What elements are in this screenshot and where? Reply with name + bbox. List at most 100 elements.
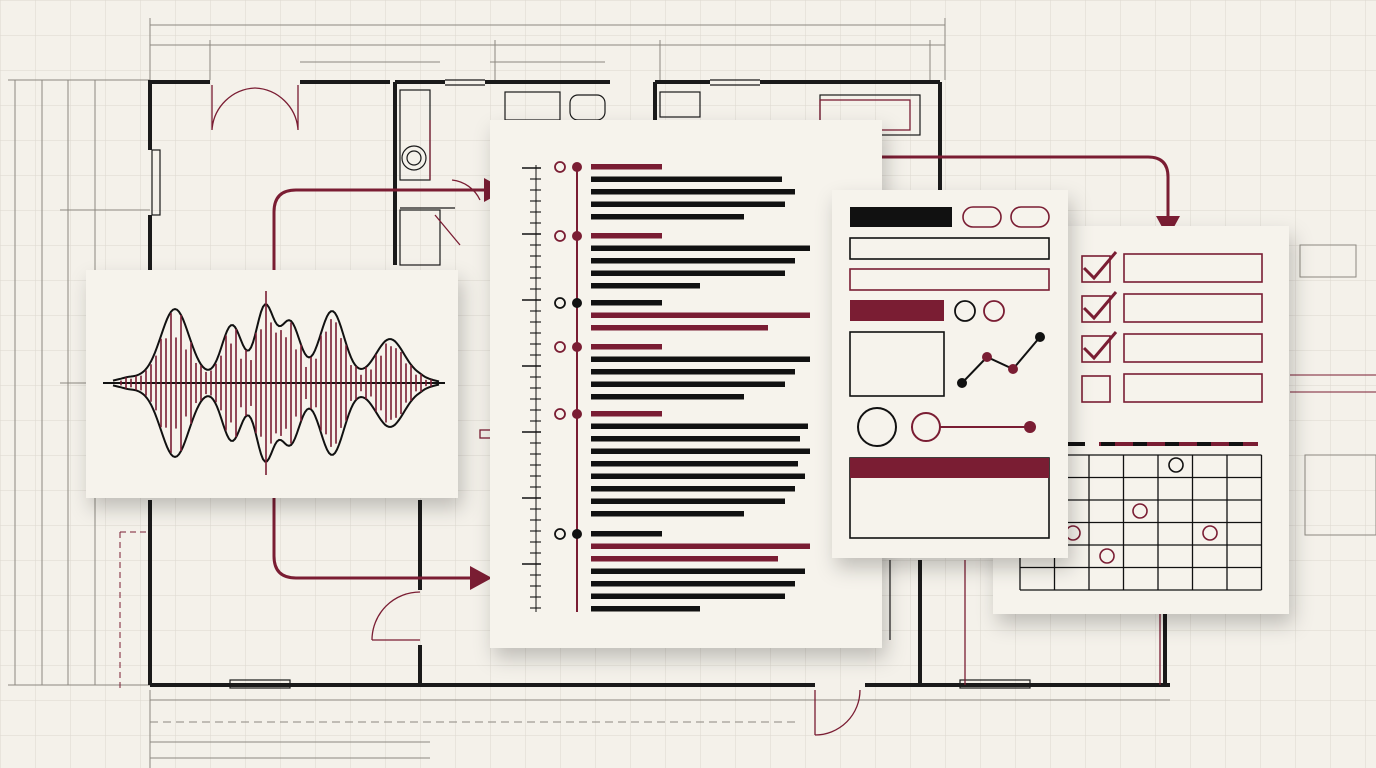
timeline-text-bar: [591, 189, 795, 195]
timeline-marker-dot: [572, 529, 582, 539]
checkbox: [1081, 295, 1111, 323]
timeline-text-bar: [591, 325, 768, 331]
timeline-text-bar: [591, 593, 785, 599]
timeline-text-bar: [591, 164, 662, 170]
checklist-item-field: [1123, 373, 1263, 403]
checkmark-icon: [1082, 291, 1118, 321]
timeline-text-bar: [591, 300, 662, 306]
dimension-lines-top: [149, 18, 946, 80]
timeline-marker-dot: [572, 162, 582, 172]
waveform-envelope-bottom: [112, 383, 440, 463]
timeline-text-bar: [591, 283, 700, 289]
timeline-text-bar: [591, 176, 782, 182]
form-text-area-header: [850, 458, 1049, 478]
radio-icon: [983, 300, 1005, 322]
timeline-icon: [522, 161, 810, 612]
timeline-text-bar: [591, 568, 805, 574]
timeline-text-bar: [591, 201, 785, 207]
timeline-marker-ring: [554, 528, 566, 540]
form-pill-button: [962, 206, 1002, 228]
dashed-guides: [119, 531, 150, 690]
dimension-lines-left: [8, 79, 150, 686]
checklist-item-field: [1123, 333, 1263, 363]
line-chart-icon: [957, 332, 1045, 388]
calendar-grid-icon: [1019, 442, 1263, 591]
timeline-marker-dot: [572, 342, 582, 352]
timeline-marker-dot: [572, 298, 582, 308]
checkmark-icon: [1082, 331, 1118, 361]
slider-handle: [911, 412, 941, 442]
checkmark-icon: [1082, 251, 1118, 281]
form-image-box: [849, 331, 945, 397]
checkbox: [1081, 335, 1111, 363]
timeline-marker-ring: [554, 161, 566, 173]
timeline-card: [490, 120, 882, 648]
timeline-text-bar: [591, 473, 805, 479]
checkbox: [1081, 255, 1111, 283]
calendar-event-marker: [1132, 503, 1148, 519]
form-pill-button: [1010, 206, 1050, 228]
form-filled-button: [850, 300, 944, 321]
timeline-text-bar: [591, 233, 662, 239]
timeline-text-bar: [591, 511, 744, 517]
timeline-marker-ring: [554, 341, 566, 353]
slider-icon: [857, 407, 1036, 447]
timeline-text-bar: [591, 436, 800, 442]
form-input-field: [849, 268, 1050, 291]
floor-plan-icon: [8, 18, 1170, 768]
arrow-wave-to-timeline: [272, 188, 492, 270]
timeline-text-bar: [591, 214, 744, 220]
timeline-marker-ring: [554, 230, 566, 242]
timeline-marker-dot: [572, 409, 582, 419]
flow-arrows: [272, 155, 1170, 580]
timeline-marker-dot: [572, 231, 582, 241]
timeline-marker-ring: [554, 297, 566, 309]
timeline-text-bar: [591, 486, 795, 492]
checklist-item-field: [1123, 253, 1263, 283]
right-edge-fixtures: [1290, 244, 1376, 536]
arrow-form-to-checklist: [858, 155, 1170, 222]
calendar-event-marker: [1168, 457, 1184, 473]
slider-end-dot: [1024, 421, 1036, 433]
slider-knob-large: [857, 407, 897, 447]
checkbox: [1081, 375, 1111, 403]
timeline-text-bar: [591, 344, 662, 350]
timeline-text-bar: [591, 581, 795, 587]
timeline-text-bar: [591, 312, 810, 318]
radio-icon: [954, 300, 976, 322]
checklist-item-field: [1123, 293, 1263, 323]
form-card: [832, 190, 1068, 558]
timeline-text-bar: [591, 394, 744, 400]
timeline-marker-ring: [554, 408, 566, 420]
arrow-right-icon: [470, 566, 492, 590]
arrow-wave-to-timeline-bottom: [272, 498, 478, 580]
timeline-text-bar: [591, 381, 785, 387]
timeline-text-bar: [591, 448, 810, 454]
timeline-text-bar: [591, 543, 810, 549]
timeline-text-bar: [591, 606, 700, 612]
timeline-text-bar: [591, 498, 785, 504]
form-card-paper: [832, 190, 1068, 558]
timeline-text-bar: [591, 356, 810, 362]
dimension-lines-bottom: [149, 690, 1170, 768]
form-header-block: [850, 207, 952, 227]
timeline-text-bar: [591, 245, 810, 251]
calendar-event-marker: [1099, 548, 1115, 564]
timeline-text-bar: [591, 270, 785, 276]
timeline-text-bar: [591, 258, 795, 264]
timeline-text-bar: [591, 423, 808, 429]
timeline-text-bar: [591, 461, 798, 467]
timeline-text-bar: [591, 556, 778, 562]
form-input-field: [849, 237, 1050, 260]
calendar-event-marker: [1202, 525, 1218, 541]
waveform-envelope-top: [112, 303, 440, 383]
timeline-text-bar: [591, 411, 662, 417]
timeline-text-bar: [591, 369, 795, 375]
waveform-card: [86, 270, 458, 498]
checklist: [1081, 251, 1263, 403]
audio-waveform-icon: [103, 291, 445, 475]
ui-form-icon: [849, 206, 1050, 539]
timeline-text-bar: [591, 531, 662, 537]
